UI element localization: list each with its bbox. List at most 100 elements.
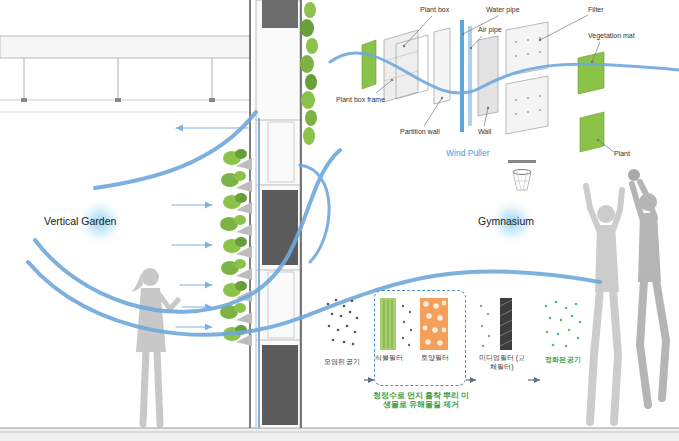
part-label: Plant box frame — [336, 96, 385, 104]
vertical-garden-plants — [235, 281, 247, 291]
basketball-hoop — [513, 170, 531, 175]
exploded-view — [515, 99, 517, 101]
leader-line — [487, 107, 489, 109]
air-label: 정화된 공기 — [545, 356, 582, 365]
medium-filter-group: 미디엄필터 (교체필터) — [476, 296, 528, 388]
medium-filter-column — [500, 298, 512, 350]
sparse-air-dots — [487, 313, 489, 315]
facade-wall — [262, 345, 298, 425]
leader-line — [391, 79, 393, 81]
player-figure — [628, 169, 640, 181]
polluted-air-dots — [349, 311, 352, 314]
air-flow — [35, 150, 340, 312]
inner-air-dots — [408, 344, 410, 346]
flow-arrow — [528, 379, 540, 380]
exploded-view — [468, 26, 472, 126]
climbing-plants — [305, 110, 317, 126]
sparse-air-dots — [480, 305, 482, 307]
leader-line — [424, 98, 442, 126]
soil-filter-column — [442, 301, 447, 306]
climbing-plants — [300, 2, 318, 145]
vertical-garden-plants — [235, 149, 247, 159]
polluted-air-dots — [327, 303, 330, 306]
air-flow — [28, 112, 600, 335]
vertical-garden-plants — [235, 193, 247, 203]
exploded-view — [362, 40, 376, 89]
ceiling — [0, 36, 250, 58]
system-label: Wind Puller — [446, 148, 489, 158]
vertical-garden-plants — [236, 312, 252, 324]
ceiling — [21, 98, 27, 102]
clean-air-dots — [568, 329, 571, 332]
part-label: Partition wall — [400, 128, 440, 136]
leader-line — [376, 80, 392, 93]
air-flow — [300, 165, 329, 262]
player-figure — [613, 290, 618, 422]
part-label: Wall — [478, 128, 491, 136]
leader-line — [591, 61, 593, 63]
clean-air-dots — [579, 321, 582, 324]
clean-air-dots — [555, 301, 558, 304]
person-figure — [157, 350, 160, 424]
facade-wall — [262, 0, 298, 28]
vertical-garden-plants — [234, 303, 246, 313]
ceiling — [115, 98, 121, 102]
space-glow — [76, 198, 536, 246]
ceiling — [209, 98, 215, 102]
polluted-air-dots — [346, 325, 349, 328]
plant-filter-column — [384, 300, 392, 348]
climbing-plants — [306, 38, 318, 54]
vertical-garden-plants — [234, 215, 246, 225]
vertical-garden-plants — [234, 171, 246, 181]
clean-air-dots — [571, 315, 574, 318]
soil-filter-column — [426, 313, 432, 319]
polluted-air-dots — [343, 341, 346, 344]
exploded-view — [384, 30, 418, 102]
soil-filter-column — [433, 303, 439, 309]
soil-filter-column — [420, 298, 448, 350]
floor-slab — [0, 428, 679, 441]
leader-line — [597, 139, 599, 141]
person-figure — [131, 268, 178, 424]
clean-air-dots — [577, 337, 580, 340]
medium-filter-column — [500, 300, 512, 346]
soil-filter-column — [423, 301, 447, 346]
ceiling — [0, 112, 250, 113]
exploded-view — [539, 109, 541, 111]
soil-filter-column — [423, 326, 428, 331]
facade-wall — [256, 340, 300, 341]
inner-air-dots — [409, 311, 411, 313]
exploded-view — [527, 111, 529, 113]
vertical-garden-plants — [236, 224, 252, 236]
exploded-view — [460, 20, 464, 132]
soil-filter-column — [437, 340, 443, 346]
soil-filter-column — [420, 298, 448, 350]
facade-wall — [256, 0, 300, 428]
air-sample-group: 오염된 공기 — [320, 296, 364, 388]
climbing-plants — [300, 19, 314, 37]
leader-line — [484, 108, 488, 126]
sparse-air-dots — [482, 345, 484, 347]
leader-line — [462, 33, 464, 35]
filter-module-box: 식물필터토양필터청정수로 먼지 흡착 뿌리 미생물로 유해물질 제거 — [374, 290, 466, 386]
space-label: Gymnasium — [478, 215, 534, 228]
clean-air-dots — [552, 344, 555, 347]
facade-wall — [249, 0, 251, 428]
flow-arrow — [364, 379, 374, 380]
player-figure — [586, 186, 622, 422]
exploded-view — [384, 51, 418, 61]
polluted-air-dots — [354, 331, 357, 334]
polluted-air-dots — [335, 299, 338, 302]
polluted-air-dots — [327, 299, 359, 346]
polluted-air-dots — [337, 329, 340, 332]
part-label: Plant — [614, 150, 630, 158]
exploded-view — [539, 37, 541, 39]
polluted-air-dots — [343, 305, 346, 308]
climbing-plants — [301, 91, 315, 109]
air-flow — [28, 262, 600, 335]
climbing-plants — [303, 127, 315, 145]
filter-label: 미디엄필터 (교체필터) — [476, 354, 528, 372]
soil-filter-column — [425, 339, 431, 345]
air-flow — [182, 306, 212, 307]
